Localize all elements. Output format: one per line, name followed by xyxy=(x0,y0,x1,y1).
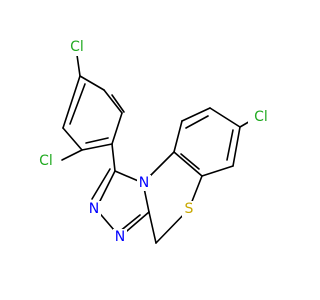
label-bg xyxy=(64,38,90,56)
bond xyxy=(79,75,105,91)
nitrogen-atom-lower: N xyxy=(115,229,125,245)
bond xyxy=(111,94,125,113)
label-bg xyxy=(248,108,274,126)
bond xyxy=(226,129,234,161)
label-bg xyxy=(182,201,196,217)
bond xyxy=(85,137,109,144)
bond xyxy=(148,211,157,244)
bond xyxy=(91,168,111,200)
molecule-structure: Cl Cl Cl N N N S xyxy=(33,38,274,245)
bond xyxy=(173,120,183,153)
bond xyxy=(62,75,81,129)
bond xyxy=(232,126,241,167)
bond xyxy=(81,143,113,151)
label-bg xyxy=(113,229,127,245)
bond xyxy=(76,54,81,77)
bond xyxy=(111,112,123,145)
bond xyxy=(180,153,200,170)
bond xyxy=(111,143,116,172)
bond xyxy=(173,151,203,177)
nitrogen-atom-upper: N xyxy=(89,201,99,217)
label-bg xyxy=(33,152,59,170)
bond xyxy=(61,149,83,161)
chlorine-atom-top: Cl xyxy=(70,39,84,55)
bond xyxy=(62,127,83,151)
label-bg xyxy=(87,201,101,217)
bond xyxy=(103,89,123,114)
chlorine-atom-left: Cl xyxy=(39,153,53,169)
nitrogen-atom-ring: N xyxy=(139,175,149,191)
chlorine-atom-right: Cl xyxy=(254,109,268,125)
bond xyxy=(181,107,211,122)
label-bg xyxy=(137,175,151,191)
bond xyxy=(209,107,241,128)
bond xyxy=(185,115,209,129)
bond xyxy=(69,83,86,125)
bond xyxy=(201,165,234,177)
molecule-canvas: Cl Cl Cl N N N S xyxy=(33,38,274,245)
sulfur-atom: S xyxy=(185,201,194,217)
